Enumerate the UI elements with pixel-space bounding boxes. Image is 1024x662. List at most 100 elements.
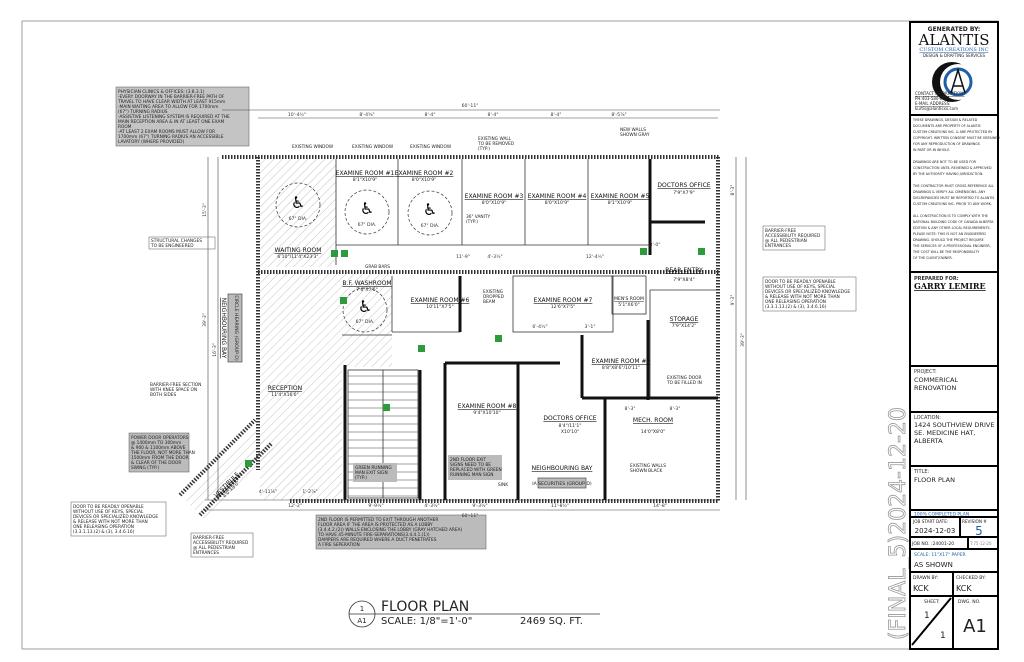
- label-existing-window: EXISTING WINDOW: [410, 144, 452, 150]
- disclaimer-line: THE COST WILL BE THE RESPONSIBILITY: [912, 250, 980, 254]
- dim-corridor: 6'-4½": [532, 323, 547, 330]
- dim-top: 8'-4": [425, 112, 436, 118]
- disclaimer-line: DISCREPANCIES MUST BE REPORTED TO ALANTI…: [913, 196, 994, 200]
- exit-sign-icon: [245, 460, 252, 467]
- dim-bottom-upper: 4'-11⅞": [259, 489, 277, 495]
- revision-label: REVISION #: [962, 519, 987, 524]
- dim-bottom: 14'-8": [653, 503, 667, 509]
- job-number: JOB NO. :24001-20: [911, 541, 954, 547]
- location-line: 1424 SOUTHVIEW DRIVE: [914, 421, 994, 429]
- note-line: BARRIER-FREE: [193, 535, 224, 541]
- label-barrier-free-section: BOTH SIDES: [150, 392, 176, 398]
- dwg-label: DWG. NO.: [958, 599, 980, 605]
- label-dropped-beam: BEAM: [483, 299, 496, 305]
- note-line: ACCESSIBILITY REQUIRED: [193, 540, 249, 546]
- label-existing-walls: SHOWN BLACK: [630, 468, 662, 474]
- room-name-doctors2: DOCTORS OFFICE: [543, 415, 596, 422]
- note-line: ENTRANCES: [193, 550, 219, 556]
- room-name-storage: STORAGE: [670, 316, 699, 323]
- project-label: PROJECT:: [914, 369, 937, 375]
- turning-dia-label: 67" DIA.: [358, 222, 377, 228]
- label-vanity: (TYP.): [466, 219, 478, 225]
- dim-left: 15'-3": [202, 203, 208, 217]
- dim-top: 8'-4": [551, 112, 562, 118]
- room-name-waiting: WAITING ROOM: [275, 247, 322, 254]
- drawn-by-label: DRAWN BY:: [913, 575, 938, 581]
- label-green-running-man: MAN EXIT SIGN: [355, 470, 388, 476]
- note-box-lobby: [315, 514, 487, 550]
- disclaimer-line: DRAWINGS ARE NOT TO BE USED FOR: [913, 160, 977, 164]
- disclaimer-line: EDITION & ANY OTHER LOCAL REQUIREMENTS.: [913, 226, 991, 230]
- room-name-mens: MEN'S ROOM: [614, 296, 644, 302]
- room-name-exam7: EXAMINE ROOM #7: [534, 297, 593, 304]
- checked-by-label: CHECKED BY:: [956, 575, 986, 581]
- dim-corridor: 11'-9": [456, 254, 470, 260]
- label-sink: SINK: [498, 482, 508, 488]
- final-watermark: (FINAL_5)2024-12-20: [886, 407, 911, 640]
- dim-top: 8'-4⅝": [359, 112, 374, 118]
- room-name-neighbouring-bottom: NEIGHBOURING BAY: [532, 465, 593, 472]
- wheelchair-icon: ♿: [291, 193, 305, 212]
- status-label: 100% COMPLETED PLAN: [914, 512, 969, 518]
- dim-corridor: 3'-1": [585, 324, 596, 330]
- project-line: RENOVATION: [914, 384, 956, 392]
- note-line: (3.3.1.13.(2) & (3), 3.4.6.16): [73, 529, 135, 535]
- note-line: 1500mm FROM THE DOOR: [131, 455, 189, 461]
- scale-value: AS SHOWN: [914, 561, 953, 569]
- dim-left: 39'-3": [202, 313, 208, 327]
- disclaimer-line: ALL CONSTRUCTION IS TO COMPLY WITH THE: [913, 214, 988, 218]
- label-existing-wall: EXISTING WALL: [478, 136, 512, 142]
- company-name: ALANTIS: [918, 31, 990, 49]
- neighbouring-bottom-tag: IA SECURITIES (GROUP D): [532, 481, 592, 487]
- dim-corridor: 8'-3": [670, 406, 681, 412]
- room-size-doctors2-b: X10'10": [561, 429, 579, 435]
- label-new-walls: SHOWN GRAY: [620, 132, 650, 138]
- note-line: ONE RELEASING OPERATION: [73, 524, 134, 530]
- disclaimer-line: THE CONTRACTOR MUST CROSS-REFERENCE ALL: [912, 184, 994, 188]
- wheelchair-icon: ♿: [358, 297, 372, 316]
- note-line: & CLEAR OF THE DOOR: [131, 460, 181, 466]
- sheet-label: SHEET:: [924, 599, 940, 605]
- disclaimer-line: FOR ANY REPRODUCTION OF DRAWINGS: [913, 142, 980, 146]
- note-line: DAMPERS ARE REQUIRED WHERE A DUCT PENETR…: [318, 537, 437, 543]
- plan-title-block: 1 A1 FLOOR PLAN SCALE: 1/8"=1'-0" 2469 S…: [348, 599, 600, 628]
- note-box-door-right: [762, 276, 857, 312]
- note-line: & RELEASE WITH NOT MORE THAN: [73, 519, 148, 525]
- room-size-exam1: 8'1"X10'9": [353, 177, 378, 183]
- label-exit-signs-note: 2ND FLOOR EXIT: [450, 457, 486, 463]
- label-exit-signs-note: RUNNING MAN SIGN: [450, 472, 494, 478]
- note-line: DOOR TO BE READILY OPENABLE: [765, 279, 836, 285]
- disclaimer-line: DRAWINGS & VERIFY ALL DIMENSIONS. ANY: [913, 190, 986, 194]
- label-exit-signs-note: SIGNS NEED TO BE: [450, 462, 491, 468]
- neighbour-left-name: CIRCLE HEARING (GROUP D): [233, 295, 239, 360]
- room-size-exam5: 8'1"X10'9": [608, 200, 633, 206]
- disclaimer-line: DOCUMENTS ARE PROPERTY OF ALANTIS: [913, 124, 981, 128]
- email-heading: E-MAIL ADDRESS:: [915, 101, 950, 106]
- note-line: ONE RELEASING OPERATION: [765, 299, 826, 305]
- dim-corridor: 8'-3": [625, 406, 636, 412]
- exit-sign-icon: [383, 404, 390, 411]
- note-line: @ ALL PEDESTRIAN: [193, 545, 235, 551]
- note-line: WITHOUT USE OF KEYS, SPECIAL: [73, 509, 144, 515]
- note-box-bf-left: [190, 532, 254, 558]
- note-line: THE FLOOR, NOT MORE THAN: [130, 450, 195, 456]
- label-barrier-free-section: WITH KNEE SPACE ON: [150, 387, 197, 393]
- exit-sign-icon: [418, 345, 425, 352]
- dim-bottom: 4'-3½": [424, 502, 439, 509]
- dim-bottom: 9'-9½": [368, 502, 383, 509]
- label-existing-wall: (TYP.): [478, 146, 490, 152]
- generated-by-label: GENERATED BY:: [928, 26, 981, 33]
- revision-number: 5: [975, 524, 983, 538]
- exit-sign-icon: [340, 297, 347, 304]
- plan-sheet-ref: A1: [357, 617, 366, 625]
- room-size-exam8: 9'4"X10'10": [473, 410, 500, 416]
- room-size-exam7: 12'6"X7'5": [551, 304, 576, 310]
- label-existing-door: EXISTING DOOR: [667, 375, 702, 381]
- note-line: TRAVEL TO HAVE CLEAR WIDTH AT LEAST 915m…: [117, 99, 225, 105]
- note-line: @ 1400mm TO 300mm: [131, 440, 181, 446]
- plan-scale: SCALE: 1/8"=1'-0": [381, 616, 472, 627]
- wheelchair-icon: ♿: [423, 200, 437, 219]
- note-line: & 900 & 1100mm ABOVE: [131, 445, 186, 451]
- company-sub: CUSTOM CREATIONS INC: [919, 47, 988, 53]
